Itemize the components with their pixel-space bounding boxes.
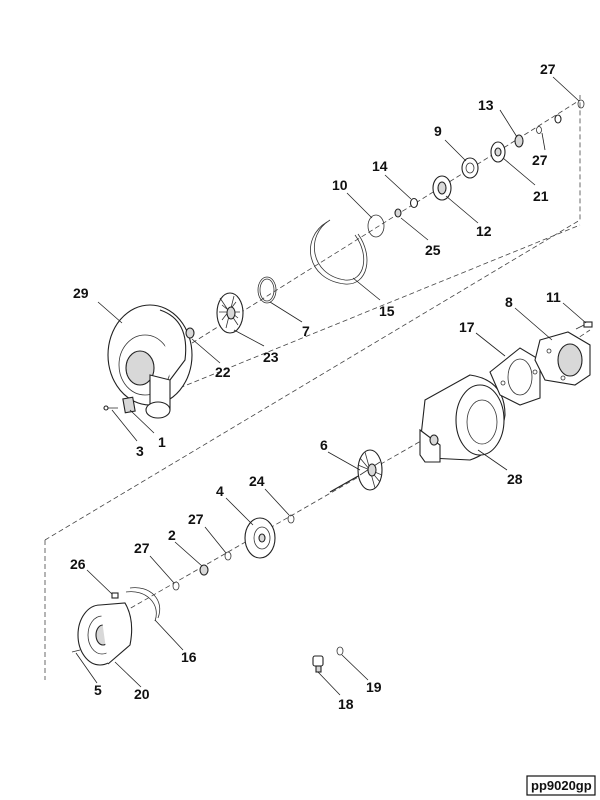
thrust-bearing-part-21 <box>490 141 506 163</box>
thrust-collar-part-12 <box>432 175 452 201</box>
compressor-housing-part-29 <box>107 304 193 419</box>
label-27-top: 27 <box>540 61 556 77</box>
label-20: 20 <box>134 686 150 702</box>
label-6: 6 <box>320 437 328 453</box>
clamp-part-16 <box>125 587 161 622</box>
label-26: 26 <box>70 556 86 572</box>
label-12: 12 <box>476 223 492 239</box>
label-21: 21 <box>533 188 549 204</box>
label-16: 16 <box>181 649 197 665</box>
seal-ring-part-27-top <box>577 99 585 109</box>
seal-part-24 <box>287 514 295 524</box>
nut-part-22 <box>185 327 195 339</box>
thrust-plate-part-4 <box>244 517 276 559</box>
label-23: 23 <box>263 349 279 365</box>
label-18: 18 <box>338 696 354 712</box>
gasket-part-17 <box>489 347 541 406</box>
label-15: 15 <box>379 303 395 319</box>
screw-part-11 <box>575 321 593 330</box>
seal-ring-part-27-lower-a <box>224 551 232 561</box>
bracket-part-1 <box>122 396 136 414</box>
screw-part-26 <box>111 592 119 599</box>
screw-part-3 <box>103 405 118 411</box>
leader-lines <box>75 76 587 696</box>
washer-part-9 <box>461 157 479 179</box>
backplate-part-8 <box>534 331 591 386</box>
retaining-ring-part-15 <box>310 219 368 285</box>
label-4: 4 <box>216 483 224 499</box>
seal-ring-part-27-lower-b <box>172 581 180 591</box>
screw-part-5 <box>71 649 81 653</box>
label-28: 28 <box>507 471 523 487</box>
label-24: 24 <box>249 473 265 489</box>
label-19: 19 <box>366 679 382 695</box>
reference-code: pp9020gp <box>531 778 592 793</box>
bearing-housing-part-28 <box>419 374 506 463</box>
label-14: 14 <box>372 158 388 174</box>
label-17: 17 <box>459 319 475 335</box>
o-ring-part-10 <box>367 214 385 238</box>
label-13: 13 <box>478 97 494 113</box>
label-25: 25 <box>425 242 441 258</box>
spacer-part-13 <box>514 134 524 148</box>
label-27-right: 27 <box>532 152 548 168</box>
label-22: 22 <box>215 364 231 380</box>
label-27-left: 27 <box>134 540 150 556</box>
label-8: 8 <box>505 294 513 310</box>
washer-part-19 <box>336 646 344 656</box>
seal-part-25 <box>394 208 402 218</box>
label-9: 9 <box>434 123 442 139</box>
label-2: 2 <box>168 527 176 543</box>
label-27-mid: 27 <box>188 511 204 527</box>
turbine-shaft-part-6 <box>329 449 383 493</box>
assembly-boundary <box>44 95 581 680</box>
nut-part-2 <box>199 564 209 576</box>
label-11: 11 <box>546 289 561 305</box>
label-7: 7 <box>302 323 310 339</box>
label-29: 29 <box>73 285 89 301</box>
seal-ring-part-27-upper-a <box>536 126 542 134</box>
seal-ring-part-27-upper-b <box>554 114 562 124</box>
turbine-housing-part-20 <box>77 602 133 666</box>
reference-code-box: pp9020gp <box>526 775 596 796</box>
label-1: 1 <box>158 434 166 450</box>
label-3: 3 <box>136 443 144 459</box>
sleeve-part-14 <box>409 197 419 209</box>
label-10: 10 <box>332 177 348 193</box>
snap-ring-part-7 <box>257 276 277 304</box>
label-5: 5 <box>94 682 102 698</box>
compressor-wheel-part-23 <box>216 292 244 334</box>
plug-part-18 <box>312 655 324 673</box>
